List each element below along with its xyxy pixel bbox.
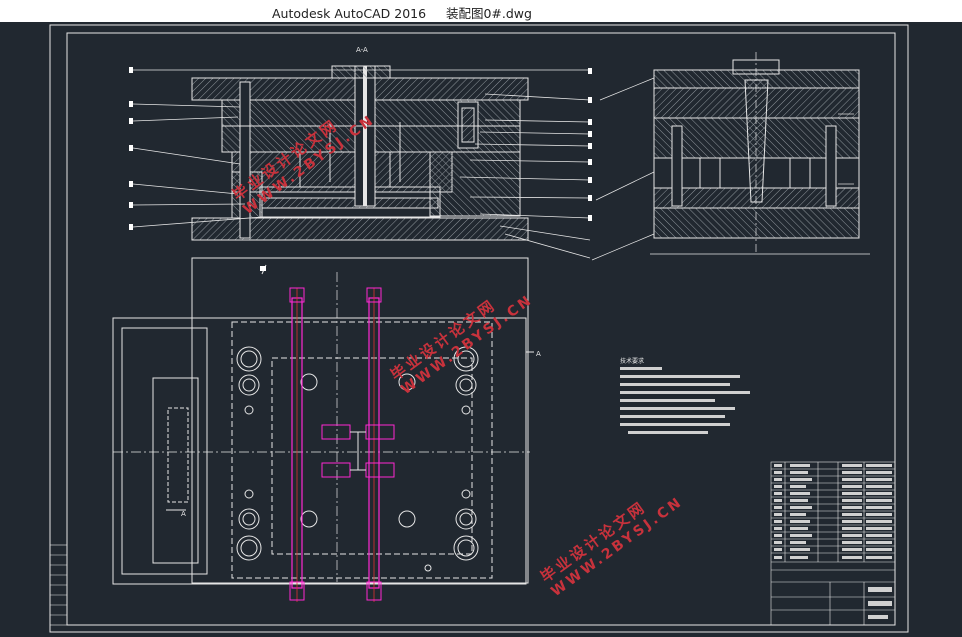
window-title: Autodesk AutoCAD 2016 装配图0#.dwg bbox=[272, 6, 532, 21]
sheet-outer-border bbox=[49, 24, 909, 633]
window-titlebar: Autodesk AutoCAD 2016 装配图0#.dwg bbox=[0, 0, 962, 22]
section-label: A-A bbox=[356, 46, 368, 54]
cad-drawing: A-A bbox=[49, 24, 909, 633]
parts-list bbox=[770, 461, 896, 626]
plan-view bbox=[112, 257, 534, 602]
section-view-main bbox=[191, 65, 529, 241]
section-view-side bbox=[591, 52, 870, 261]
revision-strip bbox=[49, 544, 68, 626]
parts-list-text bbox=[774, 464, 892, 619]
cut-label-right: A bbox=[536, 350, 541, 358]
leader-lines-right bbox=[459, 93, 591, 259]
leader-lines-left bbox=[132, 69, 590, 228]
cut-label-left: A bbox=[181, 510, 186, 518]
sheet-inner-border bbox=[66, 32, 896, 626]
technical-notes: 技术要求 bbox=[620, 357, 750, 434]
tech-notes-heading: 技术要求 bbox=[620, 357, 644, 365]
leader-markers-right bbox=[588, 68, 592, 221]
drawing-canvas[interactable]: A-A bbox=[0, 22, 962, 637]
leader-markers-left bbox=[129, 67, 133, 230]
